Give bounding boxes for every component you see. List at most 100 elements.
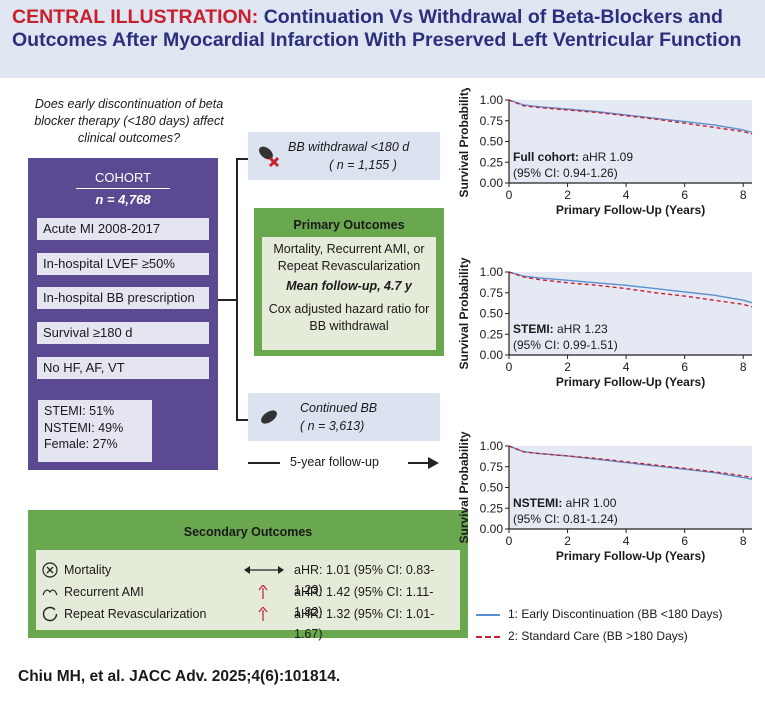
cohort-panel: COHORT n = 4,768 Acute MI 2008-2017 In-h… (28, 158, 218, 470)
stat-stemi: STEMI: 51% (44, 404, 115, 418)
y-tick-label: 0.50 (480, 307, 504, 321)
secondary-detail: Mortality aHR: 1.01 (95% CI: 0.83-1.23) … (36, 550, 460, 641)
annotation-ci: (95% CI: 0.94-1.26) (513, 166, 618, 180)
annotation-hr: STEMI: aHR 1.23 (513, 322, 608, 336)
pill-cross-icon (259, 146, 280, 168)
secondary-label-ami: Recurrent AMI (64, 585, 144, 599)
x-axis-label: Primary Follow-Up (Years) (556, 375, 705, 389)
continued-label: Continued BB (300, 401, 378, 415)
double-arrow-icon (244, 566, 284, 574)
x-tick-label: 6 (681, 188, 688, 202)
heart-rate-icon (42, 589, 58, 596)
annotation-ci: (95% CI: 0.81-1.24) (513, 512, 618, 526)
connector-vertical (236, 158, 238, 420)
legend-label-standard: 2: Standard Care (BB >180 Days) (508, 629, 688, 643)
y-tick-label: 0.25 (480, 155, 504, 169)
stat-nstemi: NSTEMI: 49% (44, 420, 124, 435)
continued-box: Continued BB ( n = 3,613) (248, 393, 440, 441)
legend-item-standard: 2: Standard Care (BB >180 Days) (476, 628, 756, 650)
series-1-line (508, 99, 753, 134)
connector-top (236, 158, 248, 160)
x-tick-label: 4 (623, 188, 630, 202)
criterion-2: In-hospital LVEF ≥50% (37, 253, 209, 275)
plot-area (509, 100, 752, 183)
y-tick-label: 0.50 (480, 481, 504, 495)
x-tick-label: 4 (623, 534, 630, 548)
x-tick-label: 8 (740, 360, 747, 374)
primary-detail: Mortality, Recurrent AMI, or Repeat Reva… (262, 237, 436, 350)
series-2-line (508, 99, 753, 135)
primary-followup: Mean follow-up, 4.7 y (286, 279, 412, 293)
connector-bottom (236, 419, 248, 421)
x-tick-label: 8 (740, 188, 747, 202)
legend-label-early: 1: Early Discontinuation (BB <180 Days) (508, 607, 723, 621)
study-question: Does early discontinuation of beta block… (34, 97, 224, 145)
y-tick-label: 0.00 (480, 348, 504, 362)
header-banner (0, 0, 765, 78)
mortality-icon (42, 562, 58, 578)
y-axis-label: Survival Probability (457, 431, 471, 543)
legend-item-early: 1: Early Discontinuation (BB <180 Days) (476, 606, 756, 628)
pill-icon (261, 410, 277, 424)
secondary-row-revasc: Repeat Revascularization aHR: 1.32 (95% … (36, 604, 460, 641)
followup-label: 5-year follow-up (290, 455, 379, 469)
annotation-hr: NSTEMI: aHR 1.00 (513, 496, 617, 510)
y-tick-label: 0.75 (480, 114, 504, 128)
secondary-row-ami: Recurrent AMI aHR: 1.42 (95% CI: 1.11-1.… (36, 582, 460, 619)
x-tick-label: 6 (681, 360, 688, 374)
primary-outcome: Mortality, Recurrent AMI, or Repeat Reva… (273, 242, 425, 273)
x-tick-label: 4 (623, 360, 630, 374)
secondary-result-mortality: aHR: 1.01 (95% CI: 0.83-1.23) (294, 563, 435, 597)
y-tick-label: 0.25 (480, 327, 504, 341)
secondary-label-mortality: Mortality (64, 563, 112, 577)
secondary-label-revasc: Repeat Revascularization (64, 607, 207, 621)
y-axis-label: Survival Probability (457, 257, 471, 369)
chart-legend: 1: Early Discontinuation (BB <180 Days) … (476, 606, 756, 650)
legend-swatch-early (476, 614, 500, 616)
secondary-result-revasc: aHR: 1.32 (95% CI: 1.01-1.67) (294, 607, 435, 641)
y-tick-label: 0.00 (480, 176, 504, 190)
followup-line (248, 462, 280, 464)
y-tick-label: 0.00 (480, 522, 504, 536)
primary-method: Cox adjusted hazard ratio for BB withdra… (268, 302, 430, 333)
criterion-4: Survival ≥180 d (37, 322, 209, 344)
x-tick-label: 2 (564, 188, 571, 202)
series-2-line (508, 271, 753, 308)
x-tick-label: 0 (506, 188, 513, 202)
arrow-up-icon-revasc (258, 607, 268, 621)
secondary-row-mortality: Mortality aHR: 1.01 (95% CI: 0.83-1.23) (36, 560, 460, 597)
criterion-1: Acute MI 2008-2017 (37, 218, 209, 240)
annotation-hr: Full cohort: aHR 1.09 (513, 150, 633, 164)
cohort-underline (76, 188, 170, 189)
withdrawal-label: BB withdrawal <180 d (288, 140, 410, 154)
plot-area (509, 446, 752, 529)
x-axis-label: Primary Follow-Up (Years) (556, 203, 705, 217)
x-tick-label: 8 (740, 534, 747, 548)
x-tick-label: 0 (506, 360, 513, 374)
withdrawal-box: BB withdrawal <180 d ( n = 1,155 ) (248, 132, 440, 180)
connector-cohort (218, 299, 236, 301)
secondary-title: Secondary Outcomes (183, 525, 313, 539)
legend-swatch-standard (476, 636, 500, 638)
y-tick-label: 0.50 (480, 135, 504, 149)
series-1-line (508, 271, 753, 304)
continued-n: ( n = 3,613) (300, 419, 365, 433)
y-tick-label: 1.00 (480, 93, 504, 107)
secondary-result-ami: aHR: 1.42 (95% CI: 1.11-1.82) (294, 585, 434, 619)
y-tick-label: 1.00 (480, 265, 504, 279)
citation: Chiu MH, et al. JACC Adv. 2025;4(6):1018… (18, 668, 341, 685)
criterion-5: No HF, AF, VT (37, 357, 209, 379)
revascularization-icon (42, 606, 58, 622)
x-tick-label: 0 (506, 534, 513, 548)
page-title: CENTRAL ILLUSTRATION: Continuation Vs Wi… (12, 6, 752, 52)
x-tick-label: 2 (564, 534, 571, 548)
y-axis-label: Survival Probability (457, 88, 471, 198)
y-tick-label: 0.75 (480, 460, 504, 474)
cohort-n: n = 4,768 (95, 192, 151, 207)
cohort-stats: STEMI: 51% NSTEMI: 49% Female: 27% (38, 400, 152, 462)
arrow-right-icon (428, 457, 439, 469)
annotation-ci: (95% CI: 0.99-1.51) (513, 338, 618, 352)
